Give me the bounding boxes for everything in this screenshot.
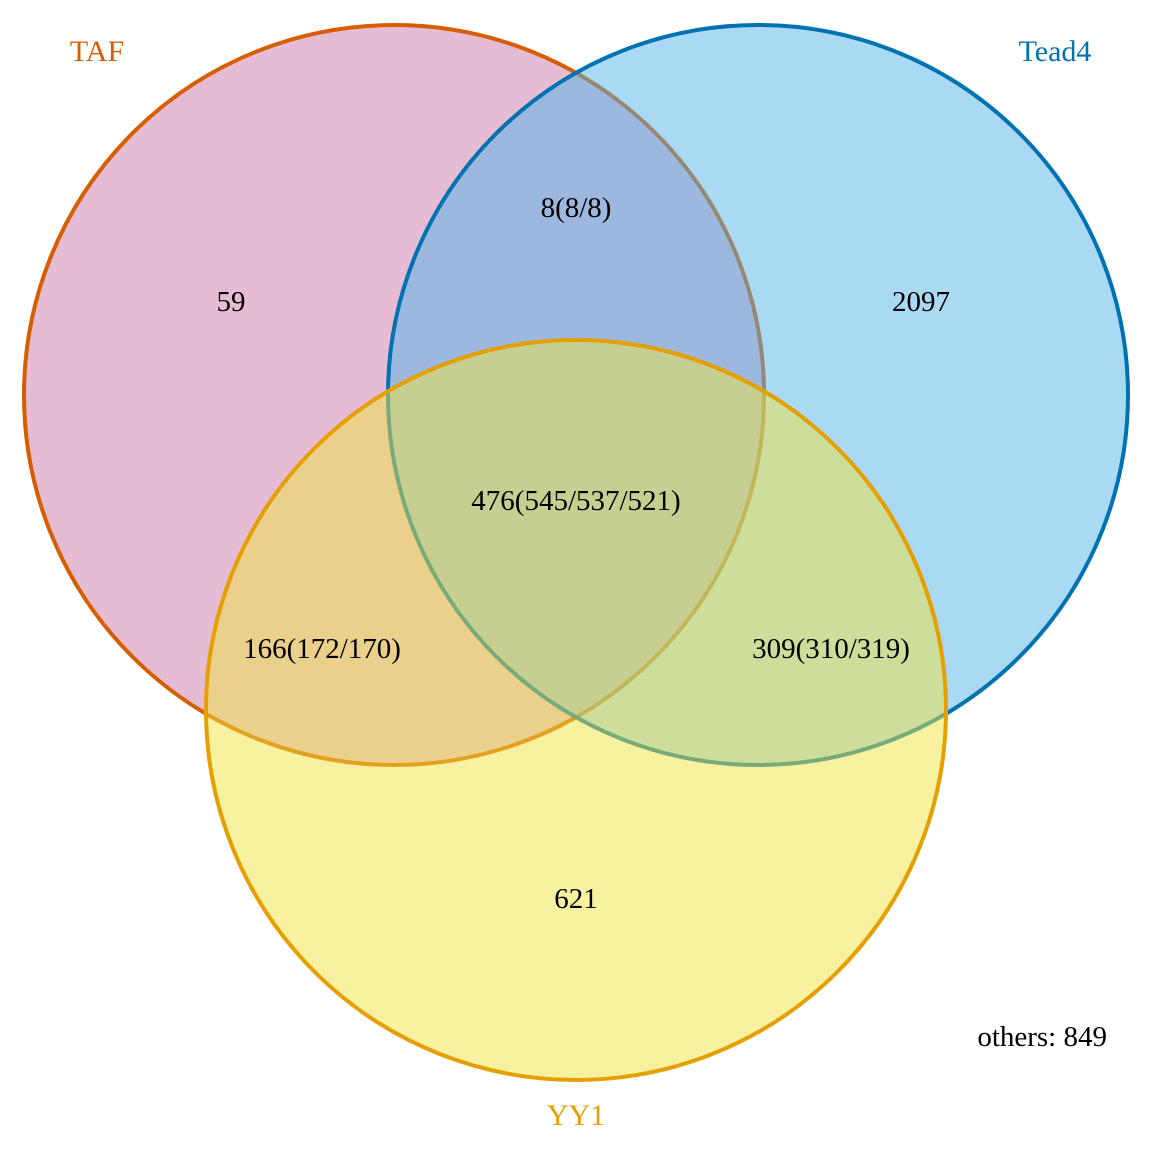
region-taf-tead4: 8(8/8) — [541, 192, 612, 224]
taf-set-label: TAF — [70, 35, 124, 68]
yy1-circle — [204, 338, 948, 1082]
region-taf-only: 59 — [217, 286, 246, 318]
tead4-set-label: Tead4 — [1019, 35, 1092, 68]
yy1-set-label: YY1 — [547, 1099, 605, 1132]
region-tead4-yy1: 309(310/319) — [752, 633, 910, 665]
region-yy1-only: 621 — [554, 883, 598, 915]
region-tead4-only: 2097 — [892, 286, 950, 318]
region-all-three: 476(545/537/521) — [471, 485, 680, 517]
region-taf-yy1: 166(172/170) — [243, 633, 401, 665]
others-count: others: 849 — [977, 1021, 1107, 1053]
